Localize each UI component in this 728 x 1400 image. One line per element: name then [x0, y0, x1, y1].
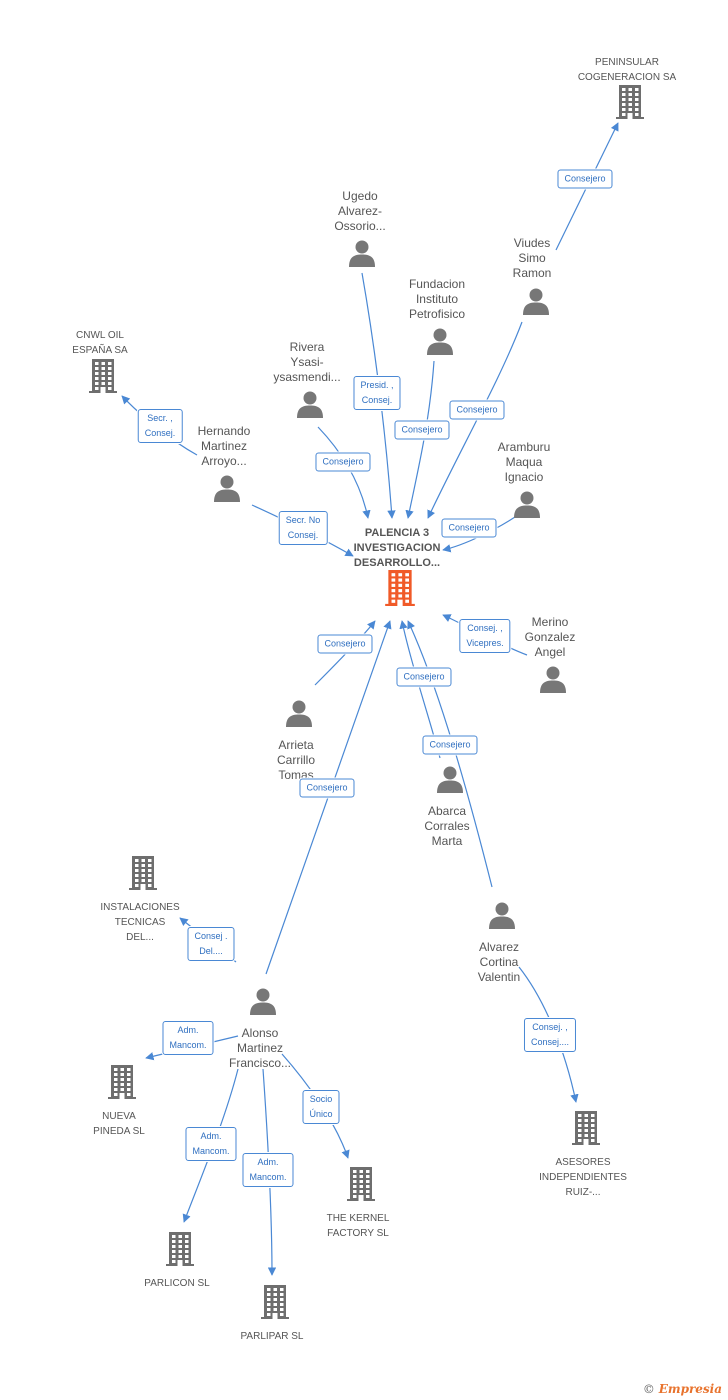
edge-label-alonso-to-kernel[interactable]: Socio Único: [302, 1090, 340, 1124]
node-label-peninsular[interactable]: PENINSULAR COGENERACION SA: [578, 55, 676, 85]
node-label-cnwl[interactable]: CNWL OIL ESPAÑA SA: [72, 328, 127, 358]
building-icon-asesores[interactable]: [572, 1111, 600, 1145]
node-label-text: Fundacion Instituto Petrofisico: [408, 277, 466, 321]
building-icon-peninsular[interactable]: [616, 85, 644, 119]
edge-label-fundacion-to-center[interactable]: Consejero: [394, 420, 450, 440]
edge-label-abarca-to-center[interactable]: Consejero: [422, 735, 478, 755]
node-label-alvarez[interactable]: Alvarez Cortina Valentin: [478, 940, 520, 985]
node-label-text: Alonso Martinez Francisco...: [228, 1026, 292, 1070]
brand-logo[interactable]: Empresia: [658, 1382, 722, 1396]
person-icon-abarca[interactable]: [435, 764, 465, 794]
person-icon-ugedo[interactable]: [347, 238, 377, 268]
node-label-hernando[interactable]: Hernando Martinez Arroyo...: [198, 424, 251, 469]
building-icon-instalaciones[interactable]: [129, 856, 157, 890]
node-label-ugedo[interactable]: Ugedo Alvarez- Ossorio...: [334, 189, 385, 234]
person-icon-alonso[interactable]: [248, 986, 278, 1016]
edge-fundacion-to-center: [405, 360, 435, 519]
person-icon-viudes[interactable]: [521, 286, 551, 316]
edge-label-alonso-to-instalaciones[interactable]: Consej . Del....: [187, 927, 235, 961]
edge-rivera-to-center: [317, 426, 371, 519]
person-icon-fundacion[interactable]: [425, 326, 455, 356]
node-label-text: PENINSULAR COGENERACION SA: [577, 57, 677, 83]
copyright-symbol: ©: [642, 1382, 655, 1396]
node-label-text: PARLICON SL: [144, 1278, 210, 1289]
node-label-text: Arrieta Carrillo Tomas: [276, 738, 316, 782]
node-label-text: CNWL OIL ESPAÑA SA: [72, 330, 128, 356]
node-label-parlipar[interactable]: PARLIPAR SL: [241, 1329, 304, 1344]
edge-label-hernando-to-cnwl[interactable]: Secr. , Consej.: [137, 409, 183, 443]
node-label-text: THE KERNEL FACTORY SL: [326, 1213, 390, 1239]
node-label-text: PALENCIA 3 INVESTIGACION DESARROLLO...: [353, 527, 441, 569]
edge-label-viudes-to-center[interactable]: Consejero: [449, 400, 505, 420]
edge-label-arrieta-to-center[interactable]: Consejero: [317, 634, 373, 654]
edge-label-ugedo-to-center[interactable]: Presid. , Consej.: [353, 376, 401, 410]
node-label-parlicon[interactable]: PARLICON SL: [144, 1276, 209, 1291]
node-label-center[interactable]: PALENCIA 3 INVESTIGACION DESARROLLO...: [354, 526, 441, 571]
node-label-arrieta[interactable]: Arrieta Carrillo Tomas: [277, 738, 315, 783]
node-label-text: Abarca Corrales Marta: [424, 804, 470, 848]
node-label-aramburu[interactable]: Aramburu Maqua Ignacio: [498, 440, 551, 485]
edge-label-alonso-to-parlipar[interactable]: Adm. Mancom.: [242, 1153, 294, 1187]
building-icon-cnwl[interactable]: [89, 359, 117, 393]
edge-label-alonso-to-parlicon[interactable]: Adm. Mancom.: [185, 1127, 237, 1161]
person-icon-merino[interactable]: [538, 664, 568, 694]
edge-arrieta-to-center: [314, 620, 376, 686]
node-label-text: ASESORES INDEPENDIENTES RUIZ-...: [539, 1157, 627, 1198]
node-label-text: PARLIPAR SL: [240, 1331, 304, 1342]
node-label-alonso[interactable]: Alonso Martinez Francisco...: [229, 1026, 291, 1071]
person-icon-alvarez[interactable]: [487, 900, 517, 930]
person-icon-hernando[interactable]: [212, 473, 242, 503]
node-label-instalaciones[interactable]: INSTALACIONES TECNICAS DEL...: [100, 900, 179, 945]
edge-label-aramburu-to-center[interactable]: Consejero: [441, 518, 497, 538]
edge-label-alvarez-to-center[interactable]: Consejero: [396, 667, 452, 687]
edge-label-alonso-to-nueva[interactable]: Adm. Mancom.: [162, 1021, 214, 1055]
building-icon-center[interactable]: [384, 570, 416, 606]
footer: © Empresia: [643, 1382, 722, 1396]
node-label-text: Hernando Martinez Arroyo...: [197, 424, 251, 468]
node-label-viudes[interactable]: Viudes Simo Ramon: [513, 236, 552, 281]
node-label-asesores[interactable]: ASESORES INDEPENDIENTES RUIZ-...: [539, 1155, 627, 1200]
node-label-text: INSTALACIONES TECNICAS DEL...: [100, 902, 180, 943]
edge-label-merino-to-center[interactable]: Consej. , Vicepres.: [459, 619, 511, 653]
node-label-merino[interactable]: Merino Gonzalez Angel: [525, 615, 576, 660]
edge-label-alvarez-to-asesores[interactable]: Consej. , Consej....: [523, 1018, 577, 1052]
node-label-fundacion[interactable]: Fundacion Instituto Petrofisico: [409, 277, 465, 322]
building-icon-kernel[interactable]: [347, 1167, 375, 1201]
building-icon-parlicon[interactable]: [166, 1232, 194, 1266]
building-icon-parlipar[interactable]: [261, 1285, 289, 1319]
node-label-text: Merino Gonzalez Angel: [524, 615, 576, 659]
edge-label-alonso-to-center[interactable]: Consejero: [299, 778, 355, 798]
node-label-text: Rivera Ysasi- ysasmendi...: [273, 340, 341, 384]
node-label-rivera[interactable]: Rivera Ysasi- ysasmendi...: [273, 340, 340, 385]
node-label-text: Alvarez Cortina Valentin: [477, 940, 521, 984]
edge-alonso-to-center: [265, 620, 392, 975]
edge-label-hernando-to-center[interactable]: Secr. No Consej.: [278, 511, 328, 545]
node-label-text: NUEVA PINEDA SL: [93, 1111, 145, 1137]
node-label-text: Aramburu Maqua Ignacio: [497, 440, 551, 484]
person-icon-aramburu[interactable]: [512, 489, 542, 519]
node-label-abarca[interactable]: Abarca Corrales Marta: [424, 804, 469, 849]
building-icon-nueva[interactable]: [108, 1065, 136, 1099]
person-icon-arrieta[interactable]: [284, 698, 314, 728]
edge-label-viudes-to-peninsular[interactable]: Consejero: [557, 169, 613, 189]
node-label-kernel[interactable]: THE KERNEL FACTORY SL: [327, 1211, 390, 1241]
node-label-text: Viudes Simo Ramon: [512, 236, 552, 280]
edge-label-rivera-to-center[interactable]: Consejero: [315, 452, 371, 472]
node-label-nueva[interactable]: NUEVA PINEDA SL: [93, 1109, 145, 1139]
node-label-text: Ugedo Alvarez- Ossorio...: [334, 189, 386, 233]
person-icon-rivera[interactable]: [295, 389, 325, 419]
